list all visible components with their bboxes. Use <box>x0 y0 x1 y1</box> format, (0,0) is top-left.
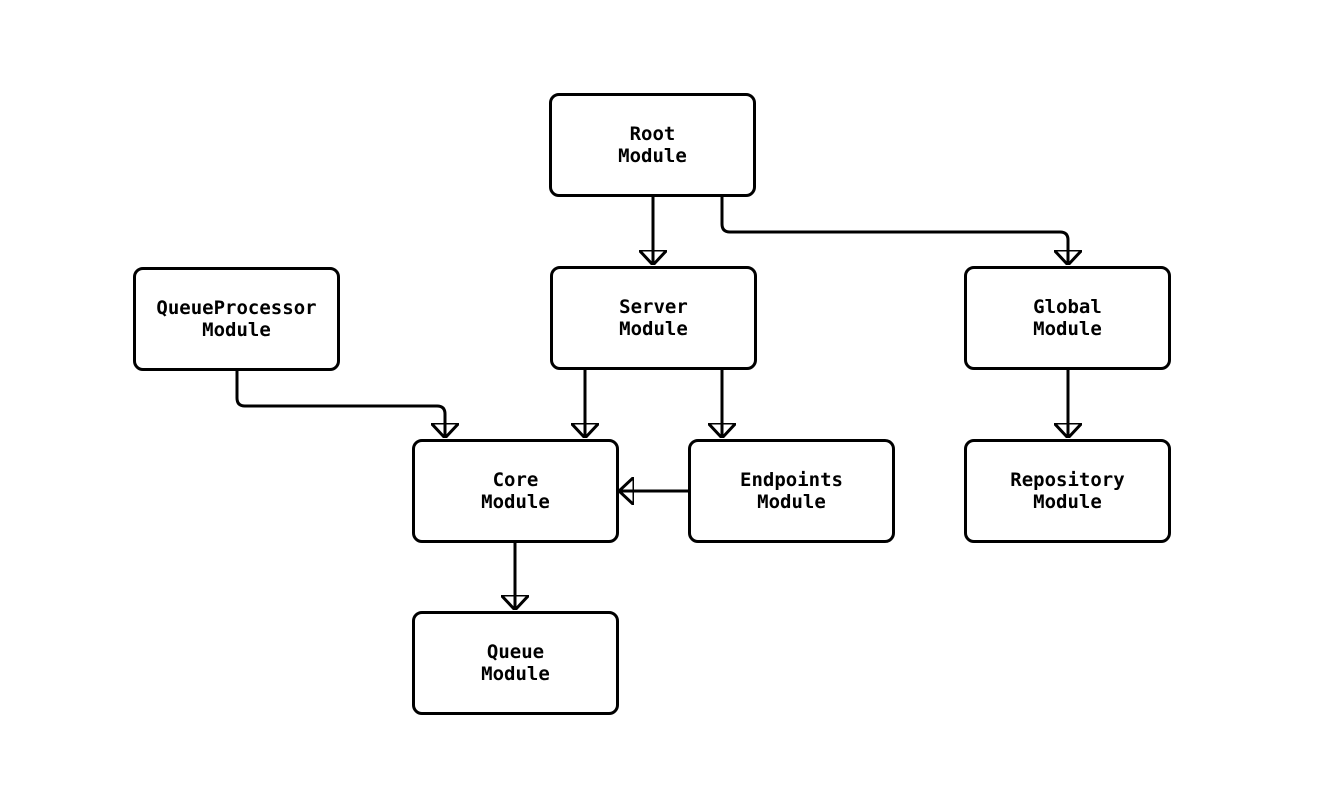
node-server-module-label: Server Module <box>619 296 688 340</box>
node-root-module-label: Root Module <box>618 123 687 167</box>
node-queue-module-label: Queue Module <box>481 641 550 685</box>
node-root-module: Root Module <box>549 93 756 197</box>
node-core-module: Core Module <box>412 439 619 543</box>
node-global-module-label: Global Module <box>1033 296 1102 340</box>
node-repository-module: Repository Module <box>964 439 1171 543</box>
node-repository-module-label: Repository Module <box>1010 469 1125 513</box>
edge-queueprocessor-to-core <box>235 371 445 437</box>
node-queue-module: Queue Module <box>412 611 619 715</box>
node-core-module-label: Core Module <box>481 469 550 513</box>
node-endpoints-module-label: Endpoints Module <box>740 469 843 513</box>
node-endpoints-module: Endpoints Module <box>688 439 895 543</box>
node-queueprocessor-module-label: QueueProcessor Module <box>156 297 317 341</box>
node-server-module: Server Module <box>550 266 757 370</box>
edge-root-to-global <box>720 197 1068 264</box>
node-queueprocessor-module: QueueProcessor Module <box>133 267 340 371</box>
node-global-module: Global Module <box>964 266 1171 370</box>
